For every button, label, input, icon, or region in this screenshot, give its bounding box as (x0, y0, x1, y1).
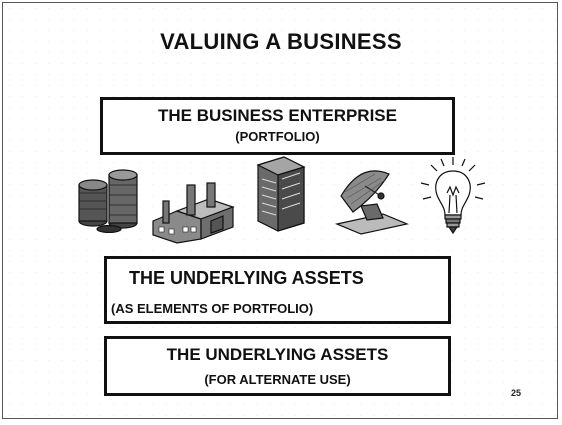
lightbulb-icon (420, 157, 486, 235)
enterprise-box-title: THE BUSINESS ENTERPRISE (158, 106, 397, 125)
underlying-assets-alternate-subtitle: (FOR ALTERNATE USE) (204, 372, 351, 387)
underlying-assets-portfolio-box: THE UNDERLYING ASSETS (AS ELEMENTS OF PO… (104, 256, 451, 324)
underlying-assets-portfolio-subtitle: (AS ELEMENTS OF PORTFOLIO) (111, 301, 314, 316)
satellite-dish-icon (335, 170, 409, 235)
enterprise-box: THE BUSINESS ENTERPRISE (PORTFOLIO) (100, 97, 455, 155)
slide-title: VALUING A BUSINESS (160, 29, 402, 54)
coins-icon (78, 169, 138, 233)
underlying-assets-portfolio-title: THE UNDERLYING ASSETS (129, 268, 364, 288)
page-number: 25 (511, 388, 522, 398)
underlying-assets-alternate-title: THE UNDERLYING ASSETS (166, 345, 389, 364)
enterprise-box-subtitle: (PORTFOLIO) (235, 129, 320, 144)
slide: VALUING A BUSINESS THE BUSINESS ENTERPRI… (2, 2, 558, 419)
underlying-assets-alternate-box: THE UNDERLYING ASSETS (FOR ALTERNATE USE… (104, 336, 451, 396)
factory-icon (152, 182, 235, 244)
server-icon (256, 156, 306, 232)
